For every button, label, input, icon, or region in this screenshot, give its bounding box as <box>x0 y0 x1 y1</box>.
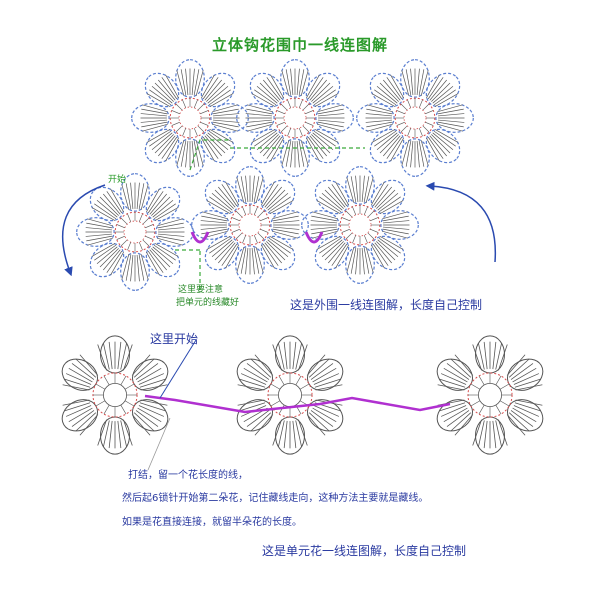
green-guide-path <box>175 139 365 290</box>
outer-motif <box>301 166 419 284</box>
note-line-2: 把单元的线藏好 <box>176 298 240 308</box>
page-title: 立体钩花围巾一线连图解 <box>211 36 388 54</box>
unit-flower <box>236 335 344 455</box>
purple-join-left <box>190 231 210 244</box>
start-label-top: 开始 <box>108 175 127 185</box>
outer-caption: 这是外围一线连图解，长度自己控制 <box>290 298 483 312</box>
instruction-step-1: 打结，留一个花长度的线， <box>128 470 248 481</box>
purple-yarn-line <box>144 394 451 414</box>
unit-flower-row <box>61 335 544 455</box>
start-pointer <box>159 339 197 399</box>
unit-flower <box>61 335 169 455</box>
outer-motif <box>191 166 309 284</box>
path-overlay <box>62 139 497 471</box>
outer-motif <box>76 173 194 291</box>
unit-flower <box>436 335 544 455</box>
knot-pointer <box>147 417 171 471</box>
outer-motif <box>236 59 354 177</box>
instruction-step-3: 如果是花直接连接，就留半朵花的长度。 <box>122 517 302 528</box>
outer-motif <box>356 59 474 177</box>
start-label-unit: 这里开始 <box>150 332 199 346</box>
purple-join-right <box>304 231 324 244</box>
unit-caption: 这是单元花一线连图解，长度自己控制 <box>262 544 467 558</box>
arrow-left-curve <box>62 184 106 277</box>
instruction-step-2: 然后起6锁针开始第二朵花，记住藏线走向，这种方法主要就是藏线。 <box>122 493 429 504</box>
outer-motif-grid <box>76 59 474 291</box>
outer-motif <box>131 59 249 177</box>
arrow-right-curve <box>425 181 497 263</box>
note-line-1: 这里要注意 <box>178 285 224 295</box>
